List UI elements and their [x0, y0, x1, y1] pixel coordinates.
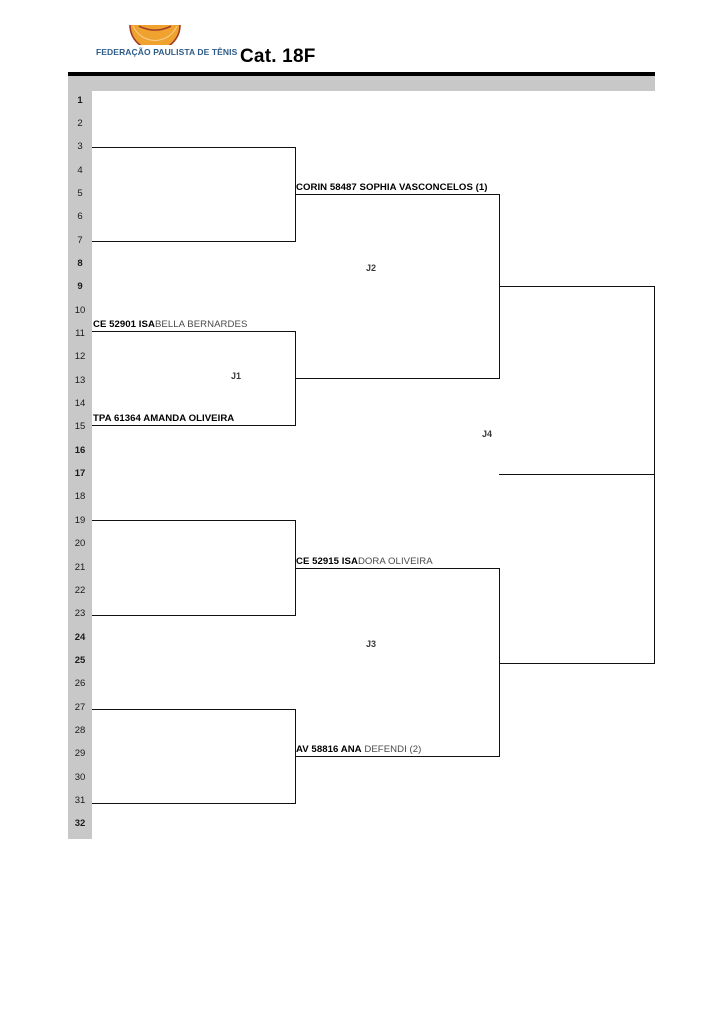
winner-j2-text: CORIN 58487 SOPHIA VASCONCELOS (1)	[296, 182, 488, 193]
row-number-16: 16	[74, 444, 86, 456]
j2-top-line	[295, 194, 500, 195]
entry-isabella-text: CE 52901 ISA	[93, 319, 155, 330]
r1-b-top-line	[92, 331, 296, 332]
row-number-25: 25	[74, 654, 86, 666]
winner-j3-text-dim: DORA OLIVEIRA	[357, 556, 433, 567]
row-number-4: 4	[77, 164, 83, 176]
row-number-9: 9	[77, 281, 83, 293]
row-number-7: 7	[77, 234, 83, 246]
row-number-6: 6	[77, 211, 83, 223]
row-number-31: 31	[74, 795, 86, 806]
j2-bottom-line	[295, 378, 500, 379]
match-label-j1: J1	[231, 371, 242, 381]
row-number-18: 18	[74, 491, 86, 503]
header-divider	[68, 72, 655, 76]
entry-label-isabella: CE 52901 ISABELLA BERNARDES	[93, 319, 247, 330]
row-number-27: 27	[74, 701, 86, 713]
row-number-11: 11	[75, 328, 85, 339]
row-number-20: 20	[74, 538, 86, 550]
entry-isabella-text-dim: BELLA BERNARDES	[154, 319, 248, 330]
match-label-j4: J4	[482, 429, 493, 439]
j3-bottom-line	[295, 756, 500, 757]
row-number-12: 12	[74, 351, 86, 363]
r1-d-top-line	[92, 709, 296, 710]
winner-label-j2: CORIN 58487 SOPHIA VASCONCELOS (1)	[296, 182, 488, 193]
row-number-2: 2	[77, 117, 83, 129]
r1-a-top-line	[92, 147, 296, 148]
row-number-1: 1	[77, 94, 83, 106]
row-number-30: 30	[74, 771, 86, 783]
r1-b-bottom-line	[92, 425, 296, 426]
page-header: FEDERAÇÃO PAULISTA DE TÊNIS Cat. 18F	[0, 0, 724, 72]
r1-c-top-line	[92, 520, 296, 521]
row-number-29: 29	[74, 748, 86, 760]
row-number-26: 26	[74, 678, 86, 690]
entry-label-amanda: TPA 61364 AMANDA OLIVEIRA	[93, 413, 234, 424]
row-number-23: 23	[74, 608, 86, 620]
row-number-3: 3	[77, 141, 83, 153]
champion-line	[499, 474, 655, 475]
row-number-21: 21	[74, 561, 86, 573]
r1-d-bottom-line	[92, 803, 296, 804]
row-number-15: 15	[74, 421, 86, 433]
row-number-32: 32	[74, 818, 86, 830]
row-number-19: 19	[74, 514, 86, 526]
row-number-22: 22	[74, 584, 86, 596]
federation-logo: FEDERAÇÃO PAULISTA DE TÊNIS	[96, 23, 238, 65]
row-number-24: 24	[74, 631, 86, 643]
federation-name: FEDERAÇÃO PAULISTA DE TÊNIS	[96, 47, 238, 57]
page-title: Cat. 18F	[240, 46, 316, 67]
row-number-14: 14	[74, 398, 86, 410]
j3-join-line	[499, 568, 500, 757]
winner-j3-text: CE 52915 ISA	[296, 556, 358, 567]
row-number-13: 13	[74, 374, 86, 386]
header-gray-band	[68, 76, 655, 91]
row-number-5: 5	[77, 187, 83, 199]
row-number-8: 8	[77, 257, 83, 269]
row-number-28: 28	[74, 724, 86, 736]
winner-label-j4-lower: AV 58816 ANA DEFENDI (2)	[296, 744, 421, 755]
j4-bottom-line	[499, 663, 655, 664]
winner-label-j3: CE 52915 ISADORA OLIVEIRA	[296, 556, 433, 567]
row-number-17: 17	[74, 468, 86, 480]
r1-a-bottom-line	[92, 241, 296, 242]
tennis-ball-semicircle-icon	[129, 24, 181, 45]
j4-join-line	[654, 286, 655, 664]
j4-top-line	[499, 286, 655, 287]
winner-ana-text: AV 58816 ANA	[296, 744, 362, 755]
j3-top-line	[295, 568, 500, 569]
row-number-10: 10	[74, 304, 86, 316]
entry-amanda-text: TPA 61364 AMANDA OLIVEIRA	[93, 413, 235, 424]
winner-ana-text-dim: DEFENDI (2)	[361, 744, 422, 755]
r1-c-bottom-line	[92, 615, 296, 616]
match-label-j3: J3	[366, 639, 377, 649]
match-label-j2: J2	[366, 263, 377, 273]
